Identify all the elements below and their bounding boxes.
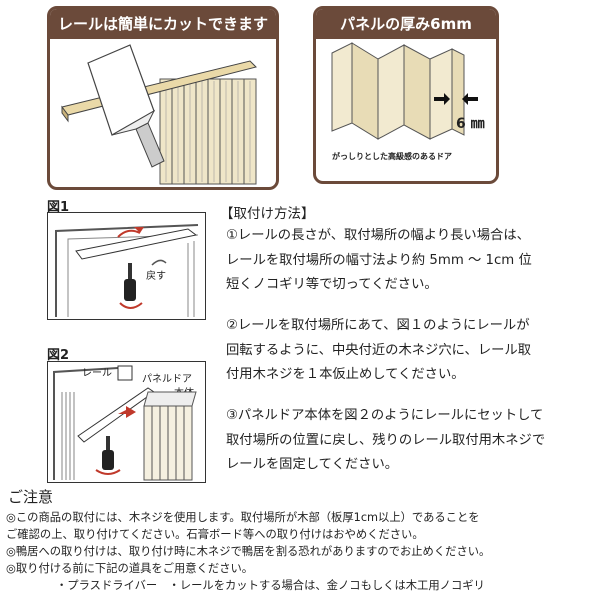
fig1-illustration: 戻す [55,224,199,317]
fig1-label: 図1 [47,200,70,215]
step2-line2: 回転するように、中央付近の木ネジ穴に、レール取 [226,342,532,358]
install-step1: ①レールの長さが、取付場所の幅より長い場合は、 レールを取付場所の幅寸法より約 … [226,226,532,296]
fig2-screwdriver-icon [102,436,114,470]
step1-line2: レールを取付場所の幅寸法より約 5mm ～ 1cm 位 [226,252,532,268]
fig2-illustration: レール パネルドア 本体 [53,365,197,481]
notes-heading: ご注意 [8,488,54,506]
note-line-2: ご確認の上、取り付けてください。石膏ボード等への取り付けはおやめください。 [6,528,424,541]
rail-cut-illustration [61,44,257,185]
fig2-door-text: パネルドア [142,373,192,385]
panel-thickness-title: パネルの厚み6mm [316,9,496,39]
install-step3: ③パネルドア本体を図２のようにレールにセットして 取付場所の位置に戻し、残りのレ… [226,406,545,476]
step2-line1: ②レールを取付場所にあて、図１のようにレールが [226,318,530,333]
note-line-1: ◎この商品の取付には、木ネジを使用します。取付場所が木部（板厚1cm以上）である… [6,511,480,524]
install-step2: ②レールを取付場所にあて、図１のようにレールが 回転するように、中央付近の木ネジ… [226,316,531,386]
fig2-box: レール パネルドア 本体 [47,361,206,483]
fig2-rail-text: レール [82,368,112,379]
note-line-3: ◎鴨居への取り付けは、取り付け時に木ネジで鴨居を割る恐れがありますのでお止めくだ… [6,545,491,558]
thickness-caption: がっしりとした高級感のあるドア [332,152,452,161]
step3-line2: 取付場所の位置に戻し、残りのレール取付用木ネジで [226,432,546,448]
step1-line1: ①レールの長さが、取付場所の幅より長い場合は、 [226,228,530,243]
note-line-4: ◎取り付ける前に下記の道具をご用意ください。 [6,562,254,575]
panel-thickness-panel: パネルの厚み6mm 6 ㎜ がっしりとした高級感のあるドア [313,6,499,184]
screwdriver-icon [124,263,136,301]
rail-cut-panel: レールは簡単にカットできます [47,6,279,190]
note-line-5: ・プラスドライバー ・レールをカットする場合は、金ノコもしくは木工用ノコギリ [56,579,485,592]
step1-line3: 短くノコギリ等で切ってください。 [226,277,438,293]
fig1-return-text: 戻す [146,269,166,282]
fig2-label: 図2 [47,348,70,363]
rail-cut-title: レールは簡単にカットできます [50,9,276,39]
step2-line3: 付用木ネジを１本仮止めしてください。 [226,367,465,383]
thickness-label: 6 ㎜ [456,116,485,132]
install-heading: 【取付け方法】 [220,206,315,222]
zigzag-panel-illustration [331,42,478,140]
step3-line3: レールを固定してください。 [226,457,399,473]
step3-line1: ③パネルドア本体を図２のようにレールにセットして [226,408,544,423]
fig1-box: 戻す [47,212,206,320]
